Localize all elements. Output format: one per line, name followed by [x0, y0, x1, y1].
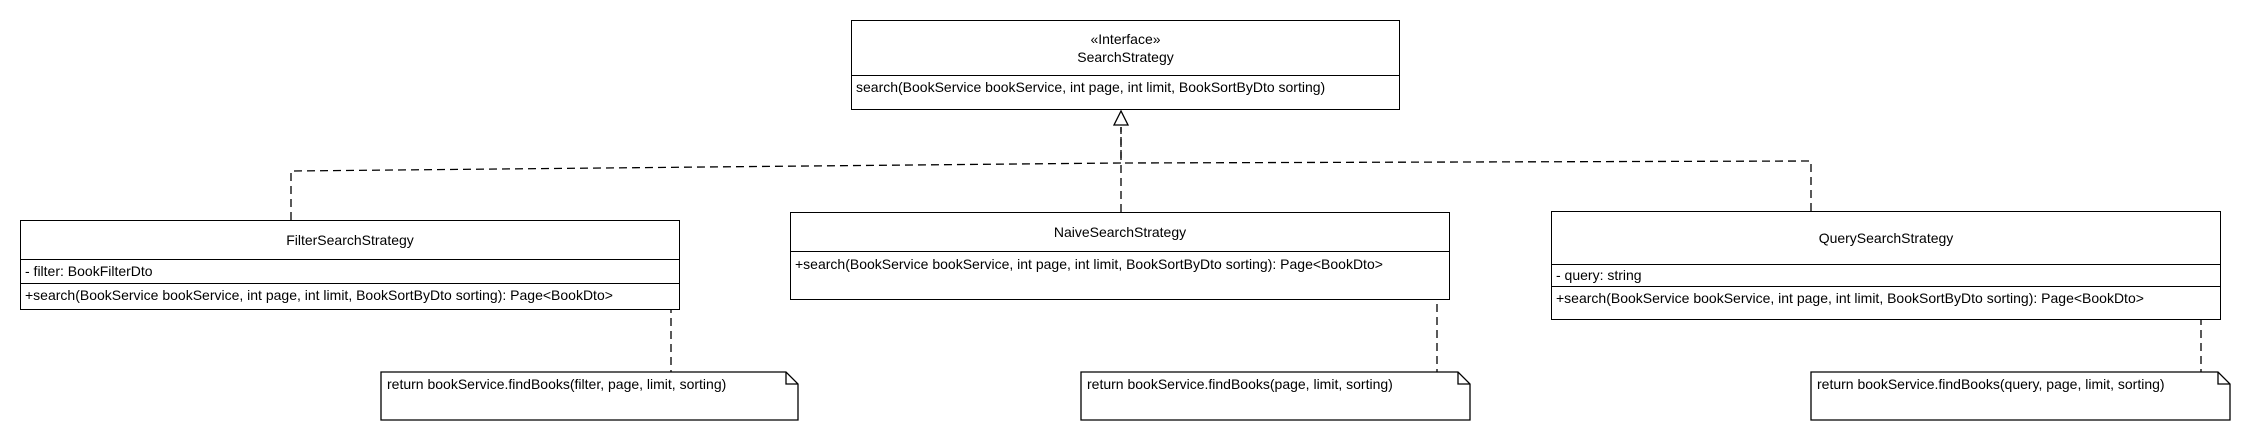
- class-attributes: - query: string: [1552, 264, 2220, 286]
- note-shape-query: [1810, 371, 2231, 421]
- class-name: NaiveSearchStrategy: [1053, 224, 1187, 240]
- class-attributes: - filter: BookFilterDto: [21, 259, 679, 283]
- class-operation: +search(BookService bookService, int pag…: [25, 287, 613, 303]
- class-operations: +search(BookService bookService, int pag…: [21, 283, 679, 304]
- note-shape-naive: [1080, 371, 1471, 421]
- naive-search-strategy-class: NaiveSearchStrategy +search(BookService …: [790, 212, 1450, 300]
- interface-operations: search(BookService bookService, int page…: [852, 75, 1399, 96]
- class-attribute: - query: string: [1556, 267, 1642, 283]
- filter-search-strategy-class: FilterSearchStrategy - filter: BookFilte…: [20, 220, 680, 310]
- note-filter: return bookService.findBooks(filter, pag…: [381, 372, 786, 396]
- query-search-strategy-class: QuerySearchStrategy - query: string +sea…: [1551, 211, 2221, 320]
- note-text: return bookService.findBooks(query, page…: [1817, 376, 2165, 392]
- class-operations: +search(BookService bookService, int pag…: [1552, 286, 2220, 307]
- note-query: return bookService.findBooks(query, page…: [1811, 372, 2218, 396]
- class-name: QuerySearchStrategy: [1818, 230, 1954, 246]
- note-shape-filter: [380, 371, 799, 421]
- class-operations: +search(BookService bookService, int pag…: [791, 251, 1449, 273]
- class-header: QuerySearchStrategy: [1552, 212, 2220, 264]
- note-text: return bookService.findBooks(page, limit…: [1087, 376, 1393, 392]
- interface-operation: search(BookService bookService, int page…: [856, 79, 1326, 95]
- interface-name: SearchStrategy: [1077, 49, 1174, 65]
- interface-header: «Interface» SearchStrategy: [852, 21, 1399, 75]
- note-text: return bookService.findBooks(filter, pag…: [387, 376, 727, 392]
- class-name: FilterSearchStrategy: [286, 232, 414, 248]
- class-attribute: - filter: BookFilterDto: [25, 263, 153, 279]
- search-strategy-interface: «Interface» SearchStrategy search(BookSe…: [851, 20, 1400, 110]
- class-header: FilterSearchStrategy: [21, 221, 679, 259]
- class-operation: +search(BookService bookService, int pag…: [1556, 290, 2144, 306]
- class-header: NaiveSearchStrategy: [791, 213, 1449, 251]
- realization-line-filter: [290, 127, 1122, 220]
- interface-stereotype: «Interface»: [1090, 31, 1161, 47]
- realization-line-query: [1120, 160, 1812, 211]
- note-naive: return bookService.findBooks(page, limit…: [1081, 372, 1458, 396]
- realization-arrowhead: [1112, 109, 1130, 126]
- class-operation: +search(BookService bookService, int pag…: [795, 256, 1383, 272]
